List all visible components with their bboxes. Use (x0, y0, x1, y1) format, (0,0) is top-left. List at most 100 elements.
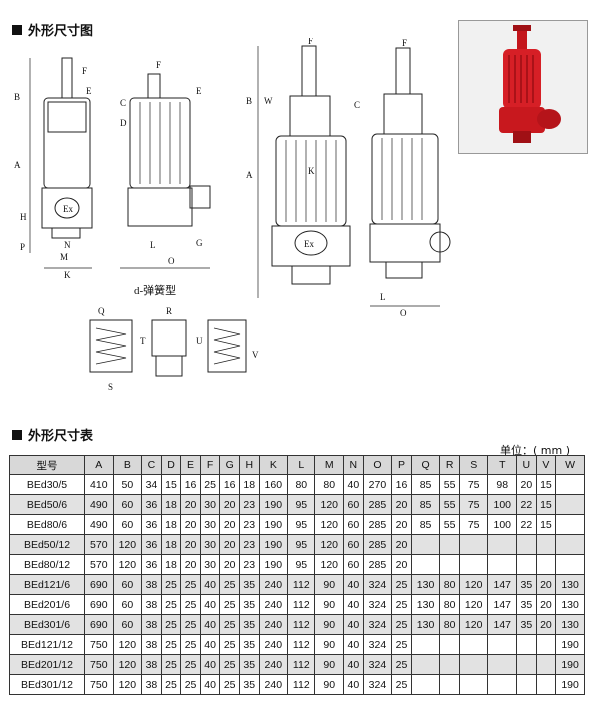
column-header: N (343, 455, 364, 475)
value-cell (535, 634, 557, 655)
value-cell: 750 (84, 634, 114, 655)
value-cell: 35 (238, 574, 260, 595)
label-A: A (14, 160, 21, 170)
value-cell: 40 (199, 574, 221, 595)
value-cell (410, 674, 441, 695)
value-cell: 324 (362, 654, 393, 675)
value-cell (516, 674, 537, 695)
value-cell: 25 (199, 474, 221, 495)
value-cell: 25 (180, 594, 201, 615)
column-header: A (84, 455, 114, 475)
value-cell: 25 (391, 594, 412, 615)
label-T: T (140, 336, 146, 346)
value-cell: 120 (314, 494, 345, 515)
value-cell: 20 (535, 594, 557, 615)
value-cell: 95 (287, 494, 316, 515)
value-cell (516, 534, 537, 555)
value-cell (458, 634, 489, 655)
value-cell: 25 (219, 614, 240, 635)
value-cell (410, 634, 441, 655)
value-cell: 270 (362, 474, 393, 495)
column-header: C (141, 455, 162, 475)
label-N: N (64, 240, 71, 250)
value-cell: 35 (238, 594, 260, 615)
value-cell: 55 (439, 494, 460, 515)
column-header: M (314, 455, 345, 475)
model-cell: BEd30/5 (9, 474, 85, 495)
value-cell: 90 (314, 594, 345, 615)
label-V: V (252, 350, 259, 360)
value-cell (439, 634, 460, 655)
value-cell: 35 (238, 654, 260, 675)
value-cell: 38 (141, 634, 162, 655)
value-cell (535, 554, 557, 575)
value-cell: 112 (287, 614, 316, 635)
column-header: G (219, 455, 240, 475)
value-cell: 18 (160, 554, 182, 575)
value-cell: 40 (199, 674, 221, 695)
label-B3: B (246, 96, 252, 106)
value-cell: 35 (238, 674, 260, 695)
value-cell: 20 (219, 554, 240, 575)
value-cell: 240 (258, 594, 289, 615)
value-cell (516, 634, 537, 655)
value-cell: 190 (258, 494, 289, 515)
value-cell: 285 (362, 514, 393, 535)
value-cell: 25 (391, 614, 412, 635)
label-A3: A (246, 170, 253, 180)
value-cell: 190 (555, 634, 585, 655)
label-O: O (168, 256, 175, 266)
value-cell: 130 (555, 574, 585, 595)
value-cell: 130 (410, 574, 441, 595)
value-cell: 240 (258, 634, 289, 655)
value-cell: 285 (362, 494, 393, 515)
value-cell: 90 (314, 574, 345, 595)
model-cell: BEd80/12 (9, 554, 85, 575)
value-cell: 120 (112, 674, 143, 695)
value-cell: 147 (487, 574, 518, 595)
value-cell: 60 (343, 494, 364, 515)
value-cell: 40 (343, 654, 364, 675)
value-cell: 120 (112, 534, 143, 555)
column-header: V (535, 455, 557, 475)
value-cell: 90 (314, 674, 345, 695)
label-U: U (196, 336, 203, 346)
value-cell: 240 (258, 674, 289, 695)
value-cell: 35 (516, 574, 537, 595)
label-O4: O (400, 308, 407, 318)
value-cell: 75 (458, 494, 489, 515)
value-cell: 750 (84, 654, 114, 675)
value-cell: 120 (458, 574, 489, 595)
value-cell (487, 634, 518, 655)
value-cell (487, 654, 518, 675)
label-F: F (82, 66, 87, 76)
value-cell: 18 (160, 534, 182, 555)
model-cell: BEd80/6 (9, 514, 85, 535)
value-cell: 55 (439, 514, 460, 535)
value-cell: 20 (391, 494, 412, 515)
value-cell: 30 (199, 534, 221, 555)
value-cell: 50 (112, 474, 143, 495)
value-cell: 147 (487, 594, 518, 615)
label-P: P (20, 242, 25, 252)
value-cell (535, 534, 557, 555)
section-title-drawing: 外形尺寸图 (12, 20, 93, 39)
value-cell: 60 (112, 614, 143, 635)
value-cell: 570 (84, 554, 114, 575)
value-cell: 120 (458, 594, 489, 615)
label-L4: L (380, 292, 386, 302)
value-cell: 18 (160, 494, 182, 515)
label-C: C (120, 98, 126, 108)
value-cell: 36 (141, 494, 162, 515)
value-cell: 20 (180, 534, 201, 555)
value-cell: 22 (516, 494, 537, 515)
value-cell: 25 (160, 574, 182, 595)
value-cell: 20 (535, 574, 557, 595)
value-cell: 34 (141, 474, 162, 495)
